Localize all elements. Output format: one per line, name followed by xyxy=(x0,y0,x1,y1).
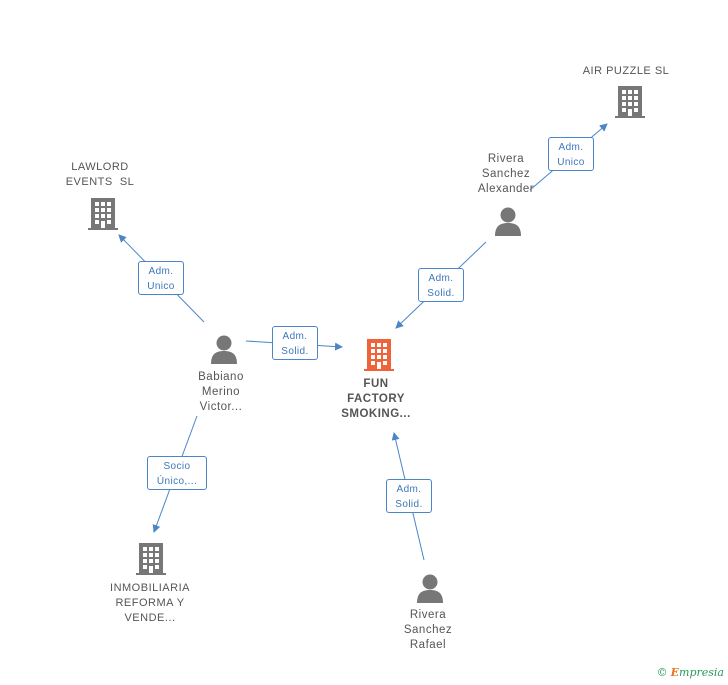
edge-label-babiano-center[interactable]: Adm. Solid. xyxy=(272,326,318,360)
person-label-babiano[interactable]: Babiano Merino Victor... xyxy=(198,371,244,413)
building-icon[interactable] xyxy=(364,338,394,377)
edge-label-rafael-center[interactable]: Adm. Solid. xyxy=(386,479,432,513)
company-label-lawlord[interactable]: LAWLORD EVENTS SL xyxy=(65,161,135,188)
person-label-rivera-rafael[interactable]: Rivera Sanchez Rafael xyxy=(403,609,453,651)
building-icon[interactable] xyxy=(136,542,166,581)
person-icon[interactable] xyxy=(416,573,444,608)
edge-label-alexander-center[interactable]: Adm. Solid. xyxy=(418,268,464,302)
company-label-air-puzzle[interactable]: AIR PUZZLE SL xyxy=(582,65,670,77)
building-icon[interactable] xyxy=(88,197,118,236)
brand-name: mpresia xyxy=(679,666,724,679)
person-label-rivera-alexander[interactable]: Rivera Sanchez Alexander xyxy=(477,153,535,195)
company-label-inmobiliaria[interactable]: INMOBILIARIA REFORMA Y VENDE... xyxy=(110,582,190,624)
person-icon[interactable] xyxy=(494,206,522,241)
edge-label-babiano-lawlord[interactable]: Adm. Unico xyxy=(138,261,184,295)
edge-label-alexander-airpuzzle[interactable]: Adm. Unico xyxy=(548,137,594,171)
edge-label-babiano-inmobiliaria[interactable]: Socio Único,... xyxy=(147,456,207,490)
person-icon[interactable] xyxy=(210,334,238,369)
company-label-center[interactable]: FUN FACTORY SMOKING... xyxy=(341,378,411,420)
empresia-brand[interactable]: ©Empresia xyxy=(657,666,724,679)
building-icon[interactable] xyxy=(615,85,645,124)
brand-initial: E xyxy=(670,666,680,679)
copyright-icon: © xyxy=(656,666,668,679)
